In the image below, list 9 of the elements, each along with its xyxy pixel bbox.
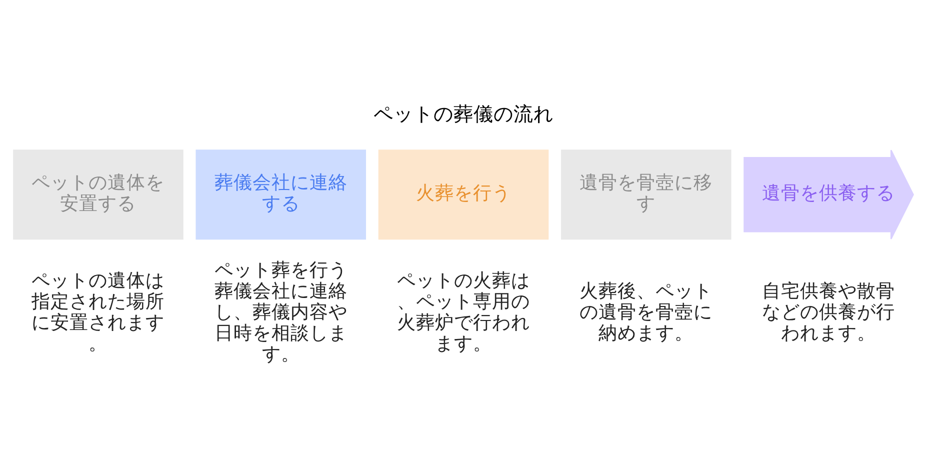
node-box: ペットの遺体を安置する bbox=[13, 149, 184, 240]
diagram-title: ペットの葬儀の流れ bbox=[374, 102, 554, 126]
node-box: 火葬を行う bbox=[378, 149, 549, 240]
node-label: 火葬後、ペットの遺骨を骨壺に納めます。 bbox=[580, 280, 713, 344]
node-label: 自宅供養や散骨などの供養が行われます。 bbox=[762, 280, 896, 344]
node-label: ペット葬を行う葬儀会社に連絡し、葬儀内容や日時を相談します。 bbox=[214, 260, 348, 364]
node-label: ペットの火葬は、ペット専用の火葬炉で行われます。 bbox=[397, 270, 530, 354]
node-label: ペットの遺体は指定された場所に安置されます。 bbox=[32, 270, 165, 354]
node-box: 葬儀会社に連絡する bbox=[196, 149, 366, 240]
